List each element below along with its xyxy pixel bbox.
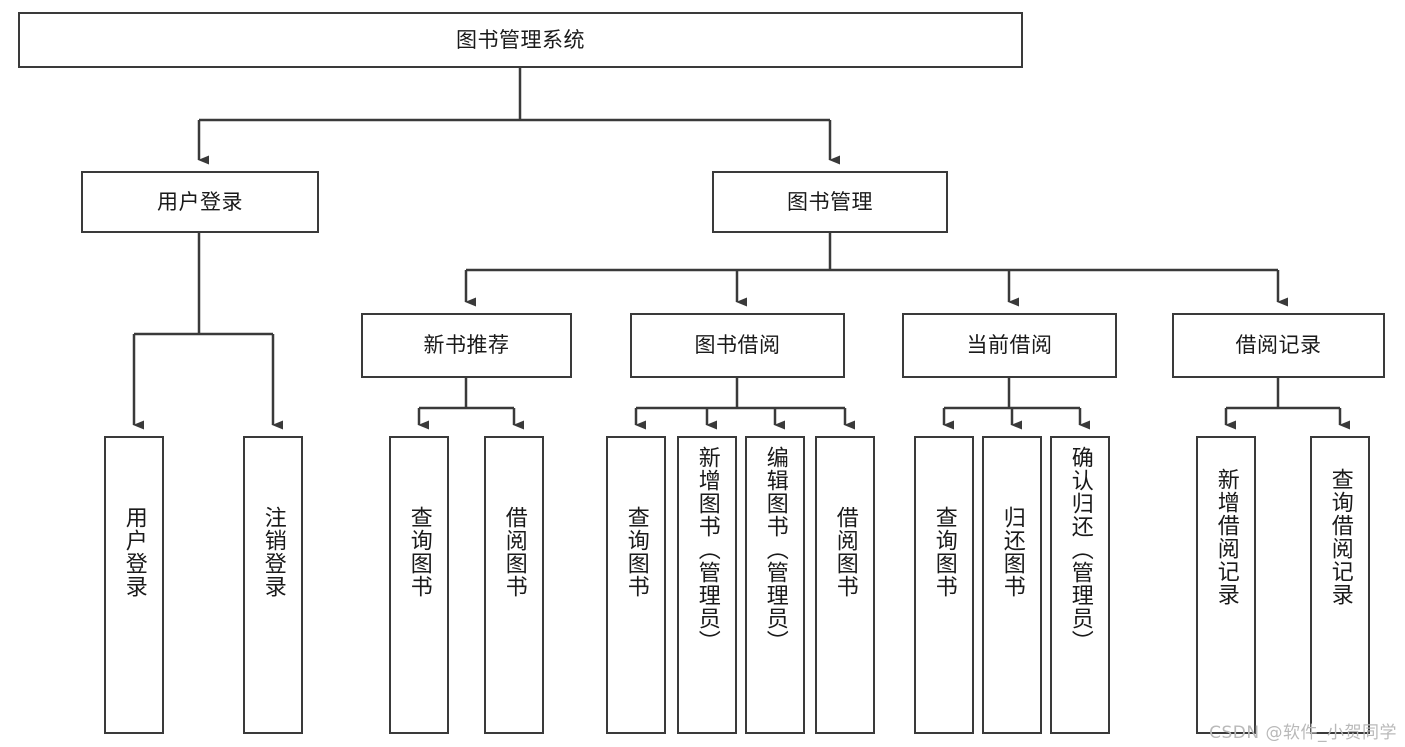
node-leaf-add-book-label: 新增图书（管理员）: [694, 446, 720, 653]
node-user-login-label: 用户登录: [157, 189, 243, 214]
node-current-borrow-label: 当前借阅: [966, 333, 1053, 358]
node-book-manage[interactable]: 图书管理: [712, 171, 948, 233]
node-leaf-add-book[interactable]: 新增图书（管理员）: [677, 436, 737, 734]
node-root-label: 图书管理系统: [456, 27, 585, 52]
node-leaf-return-book[interactable]: 归还图书: [982, 436, 1042, 734]
node-leaf-return-book-label: 归还图书: [999, 506, 1025, 598]
node-borrow-record[interactable]: 借阅记录: [1172, 313, 1385, 378]
node-user-login[interactable]: 用户登录: [81, 171, 319, 233]
node-leaf-add-record[interactable]: 新增借阅记录: [1196, 436, 1256, 734]
node-leaf-user-logout[interactable]: 注销登录: [243, 436, 303, 734]
node-leaf-user-logout-label: 注销登录: [260, 506, 286, 598]
node-leaf-add-record-label: 新增借阅记录: [1213, 468, 1239, 606]
node-leaf-borrow-book-2[interactable]: 借阅图书: [815, 436, 875, 734]
node-leaf-query-book-3[interactable]: 查询图书: [914, 436, 974, 734]
node-leaf-query-book-1[interactable]: 查询图书: [389, 436, 449, 734]
node-leaf-query-book-2[interactable]: 查询图书: [606, 436, 666, 734]
node-root[interactable]: 图书管理系统: [18, 12, 1023, 68]
node-book-borrow[interactable]: 图书借阅: [630, 313, 845, 378]
node-leaf-query-book-2-label: 查询图书: [623, 506, 649, 598]
node-leaf-edit-book[interactable]: 编辑图书（管理员）: [745, 436, 805, 734]
node-new-book-recommend[interactable]: 新书推荐: [361, 313, 572, 378]
node-borrow-record-label: 借阅记录: [1235, 333, 1322, 358]
node-leaf-confirm-return-label: 确认归还（管理员）: [1067, 446, 1093, 653]
node-leaf-borrow-book-1-label: 借阅图书: [501, 506, 527, 598]
node-leaf-edit-book-label: 编辑图书（管理员）: [762, 446, 788, 653]
node-book-manage-label: 图书管理: [787, 189, 873, 214]
node-current-borrow[interactable]: 当前借阅: [902, 313, 1117, 378]
watermark: CSDN @软件_小贺同学: [1209, 723, 1397, 743]
node-leaf-user-login[interactable]: 用户登录: [104, 436, 164, 734]
node-leaf-borrow-book-2-label: 借阅图书: [832, 506, 858, 598]
node-new-book-recommend-label: 新书推荐: [423, 333, 510, 358]
node-book-borrow-label: 图书借阅: [694, 333, 781, 358]
node-leaf-user-login-label: 用户登录: [121, 506, 147, 598]
node-leaf-query-record[interactable]: 查询借阅记录: [1310, 436, 1370, 734]
node-leaf-query-record-label: 查询借阅记录: [1327, 468, 1353, 606]
node-leaf-query-book-1-label: 查询图书: [406, 506, 432, 598]
node-leaf-query-book-3-label: 查询图书: [931, 506, 957, 598]
node-leaf-borrow-book-1[interactable]: 借阅图书: [484, 436, 544, 734]
node-leaf-confirm-return[interactable]: 确认归还（管理员）: [1050, 436, 1110, 734]
